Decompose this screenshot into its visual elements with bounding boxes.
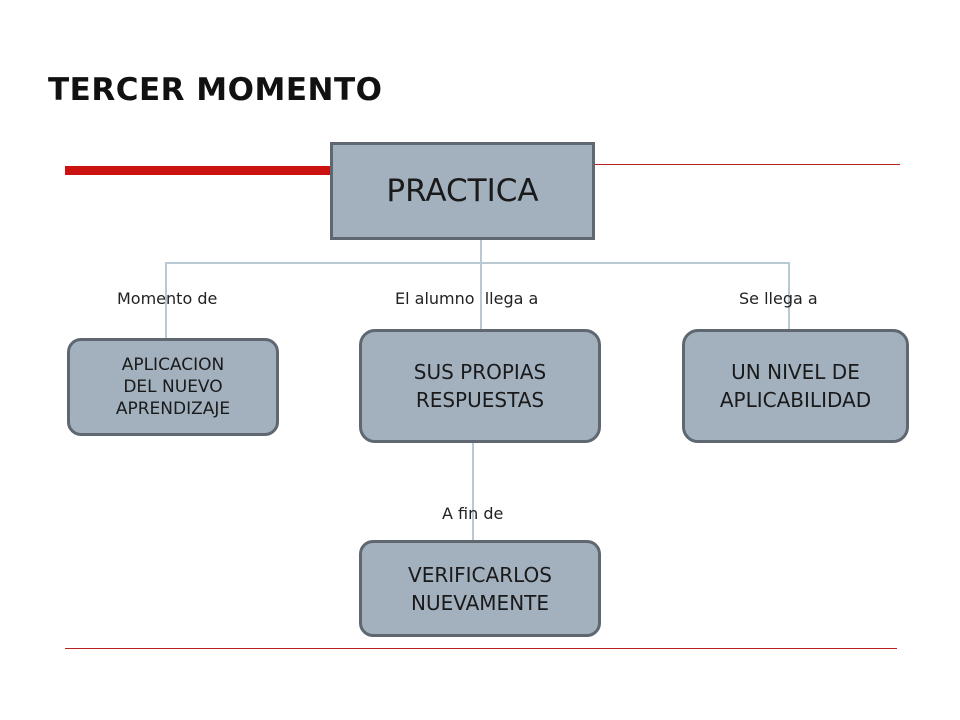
slide-title: TERCER MOMENTO (48, 72, 383, 108)
connector-right-drop (788, 262, 790, 331)
node-respuestas-text: SUS PROPIAS RESPUESTAS (413, 360, 547, 412)
link-label-bottom: A fin de (442, 504, 504, 523)
accent-line-top (594, 164, 900, 165)
node-verificarlos: VERIFICARLOS NUEVAMENTE (359, 540, 601, 637)
node-aplicacion: APLICACION DEL NUEVO APRENDIZAJE (67, 338, 279, 436)
link-label-middle: El alumno llega a (395, 289, 539, 308)
accent-bar (65, 166, 333, 175)
connector-left-drop (165, 262, 167, 340)
connector-horizontal (165, 262, 790, 264)
node-root-text: PRACTICA (386, 173, 539, 209)
node-verificarlos-text: VERIFICARLOS NUEVAMENTE (408, 562, 552, 615)
accent-line-bottom (65, 648, 897, 649)
link-label-right: Se llega a (739, 289, 818, 308)
node-aplicabilidad: UN NIVEL DE APLICABILIDAD (682, 329, 909, 443)
link-label-left: Momento de (117, 289, 218, 308)
connector-mid-drop (480, 262, 482, 331)
node-respuestas: SUS PROPIAS RESPUESTAS (359, 329, 601, 443)
connector-root-stem (480, 240, 482, 263)
node-aplicacion-text: APLICACION DEL NUEVO APRENDIZAJE (115, 354, 231, 420)
connector-bottom-drop (472, 442, 474, 542)
node-root-practica: PRACTICA (330, 142, 595, 240)
node-aplicabilidad-text: UN NIVEL DE APLICABILIDAD (719, 360, 872, 412)
